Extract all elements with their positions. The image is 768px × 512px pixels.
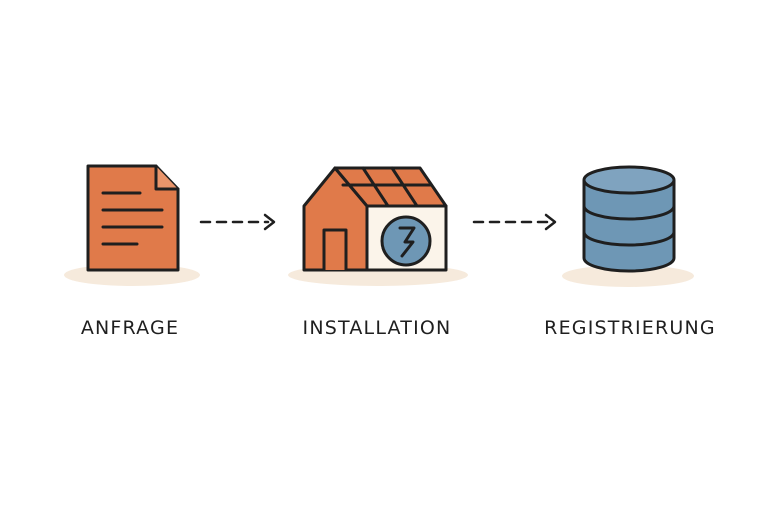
step-label-installation: INSTALLATION [302, 317, 452, 339]
arrow-connector [199, 213, 276, 231]
database-icon [582, 165, 676, 273]
step-label-anfrage: ANFRAGE [80, 317, 180, 339]
step-label-registrierung: REGISTRIERUNG [544, 317, 716, 339]
document-icon [86, 164, 180, 272]
ground-shadow [562, 265, 694, 287]
arrow-connector [472, 213, 557, 231]
house-solar-heatpump-icon [302, 166, 448, 272]
door-icon [322, 228, 348, 272]
lightning-icon [398, 226, 416, 258]
